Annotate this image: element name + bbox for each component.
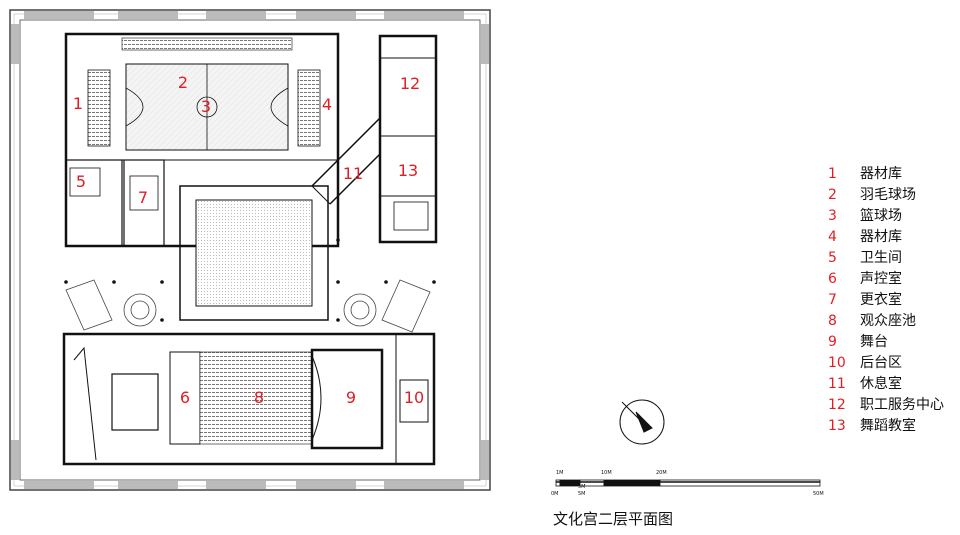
right-block bbox=[311, 34, 438, 244]
scale-top-label: 20M bbox=[656, 470, 667, 476]
legend: 1 器材库 2 羽毛球场 3 篮球场 4 器材库 5 卫生间 6 声控室 7 更衣室 8 观众座… bbox=[828, 164, 944, 437]
room-number-4: 4 bbox=[321, 95, 333, 114]
legend-label: 更衣室 bbox=[860, 292, 902, 308]
legend-label: 休息室 bbox=[860, 376, 902, 392]
legend-number: 5 bbox=[828, 250, 837, 266]
sports-block bbox=[64, 32, 340, 248]
legend-number: 3 bbox=[828, 208, 837, 224]
room-number-7: 7 bbox=[137, 188, 149, 207]
legend-item: 12 职工服务中心 bbox=[828, 395, 944, 416]
legend-number: 7 bbox=[828, 292, 837, 308]
scale-top-label: 5M bbox=[578, 484, 586, 490]
legend-number: 12 bbox=[828, 397, 846, 413]
legend-item: 6 声控室 bbox=[828, 269, 944, 290]
legend-number: 2 bbox=[828, 187, 837, 203]
legend-item: 13 舞蹈教室 bbox=[828, 416, 944, 437]
legend-label: 声控室 bbox=[860, 271, 902, 287]
legend-number: 4 bbox=[828, 229, 837, 245]
legend-label: 卫生间 bbox=[860, 250, 902, 266]
columns bbox=[64, 238, 436, 322]
scale-top-label: 1M bbox=[556, 470, 564, 476]
theatre-block bbox=[62, 332, 436, 466]
central-court bbox=[179, 185, 329, 321]
legend-number: 6 bbox=[828, 271, 837, 287]
room-number-1: 1 bbox=[72, 94, 84, 113]
legend-number: 11 bbox=[828, 376, 846, 392]
scale-top-label: 10M bbox=[601, 470, 612, 476]
legend-label: 舞蹈教室 bbox=[860, 418, 916, 434]
room-number-12: 12 bbox=[399, 74, 421, 93]
room-number-9: 9 bbox=[345, 388, 357, 407]
legend-item: 3 篮球场 bbox=[828, 206, 944, 227]
legend-label: 羽毛球场 bbox=[860, 187, 916, 203]
legend-item: 7 更衣室 bbox=[828, 290, 944, 311]
legend-item: 11 休息室 bbox=[828, 374, 944, 395]
stairs bbox=[65, 279, 431, 333]
legend-number: 10 bbox=[828, 355, 846, 371]
room-number-11: 11 bbox=[342, 164, 364, 183]
scale-bottom-label: 0M bbox=[551, 491, 559, 497]
room-number-10: 10 bbox=[403, 388, 425, 407]
room-number-5: 5 bbox=[75, 172, 87, 191]
legend-number: 9 bbox=[828, 334, 837, 350]
louvers bbox=[11, 11, 489, 489]
legend-label: 后台区 bbox=[860, 355, 902, 371]
room-number-3: 3 bbox=[200, 97, 212, 116]
legend-label: 舞台 bbox=[860, 334, 888, 350]
legend-item: 1 器材库 bbox=[828, 164, 944, 185]
room-number-13: 13 bbox=[397, 161, 419, 180]
legend-number: 13 bbox=[828, 418, 846, 434]
legend-item: 4 器材库 bbox=[828, 227, 944, 248]
room-number-6: 6 bbox=[179, 388, 191, 407]
legend-label: 器材库 bbox=[860, 166, 902, 182]
legend-item: 5 卫生间 bbox=[828, 248, 944, 269]
room-number-2: 2 bbox=[177, 73, 189, 92]
legend-number: 1 bbox=[828, 166, 837, 182]
legend-number: 8 bbox=[828, 313, 837, 329]
legend-label: 观众座池 bbox=[860, 313, 916, 329]
legend-item: 9 舞台 bbox=[828, 332, 944, 353]
scale-bar bbox=[555, 479, 821, 487]
legend-item: 10 后台区 bbox=[828, 353, 944, 374]
legend-label: 职工服务中心 bbox=[860, 397, 944, 413]
legend-item: 2 羽毛球场 bbox=[828, 185, 944, 206]
legend-label: 器材库 bbox=[860, 229, 902, 245]
legend-item: 8 观众座池 bbox=[828, 311, 944, 332]
plan-title: 文化宫二层平面图 bbox=[553, 510, 674, 528]
north-arrow-icon bbox=[619, 399, 665, 445]
scale-bottom-label: 5M bbox=[578, 491, 586, 497]
scale-bottom-label: 50M bbox=[813, 491, 824, 497]
room-number-8: 8 bbox=[253, 388, 265, 407]
legend-label: 篮球场 bbox=[860, 208, 902, 224]
